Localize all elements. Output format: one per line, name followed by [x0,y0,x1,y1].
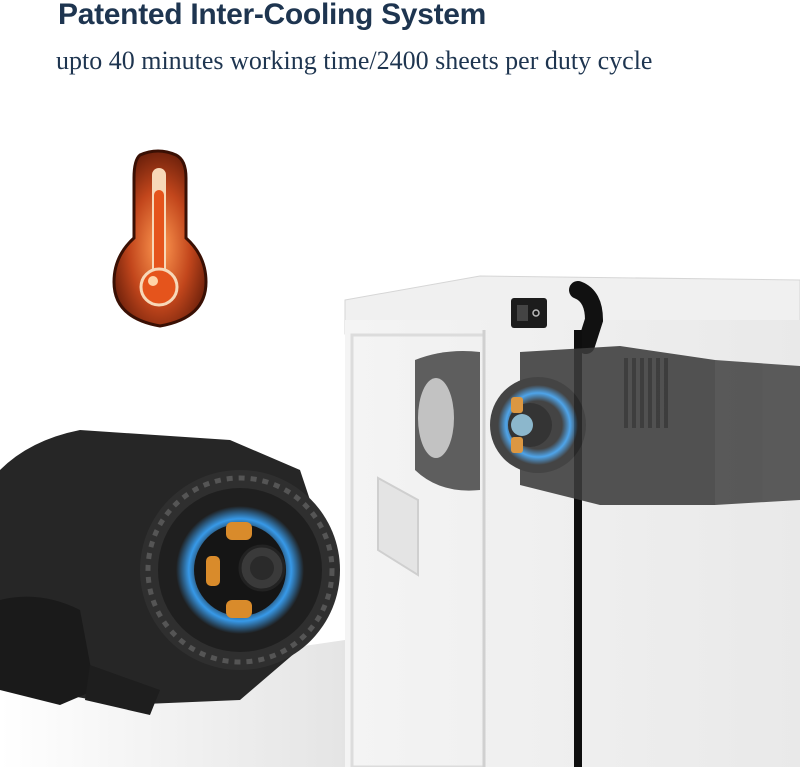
page-subtitle: upto 40 minutes working time/2400 sheets… [56,46,653,75]
internal-motor [415,346,800,505]
thermometer-hot-icon [112,149,208,328]
page-title: Patented Inter-Cooling System [58,0,487,31]
power-switch [511,298,547,328]
cooling-fan-motor [0,430,340,715]
